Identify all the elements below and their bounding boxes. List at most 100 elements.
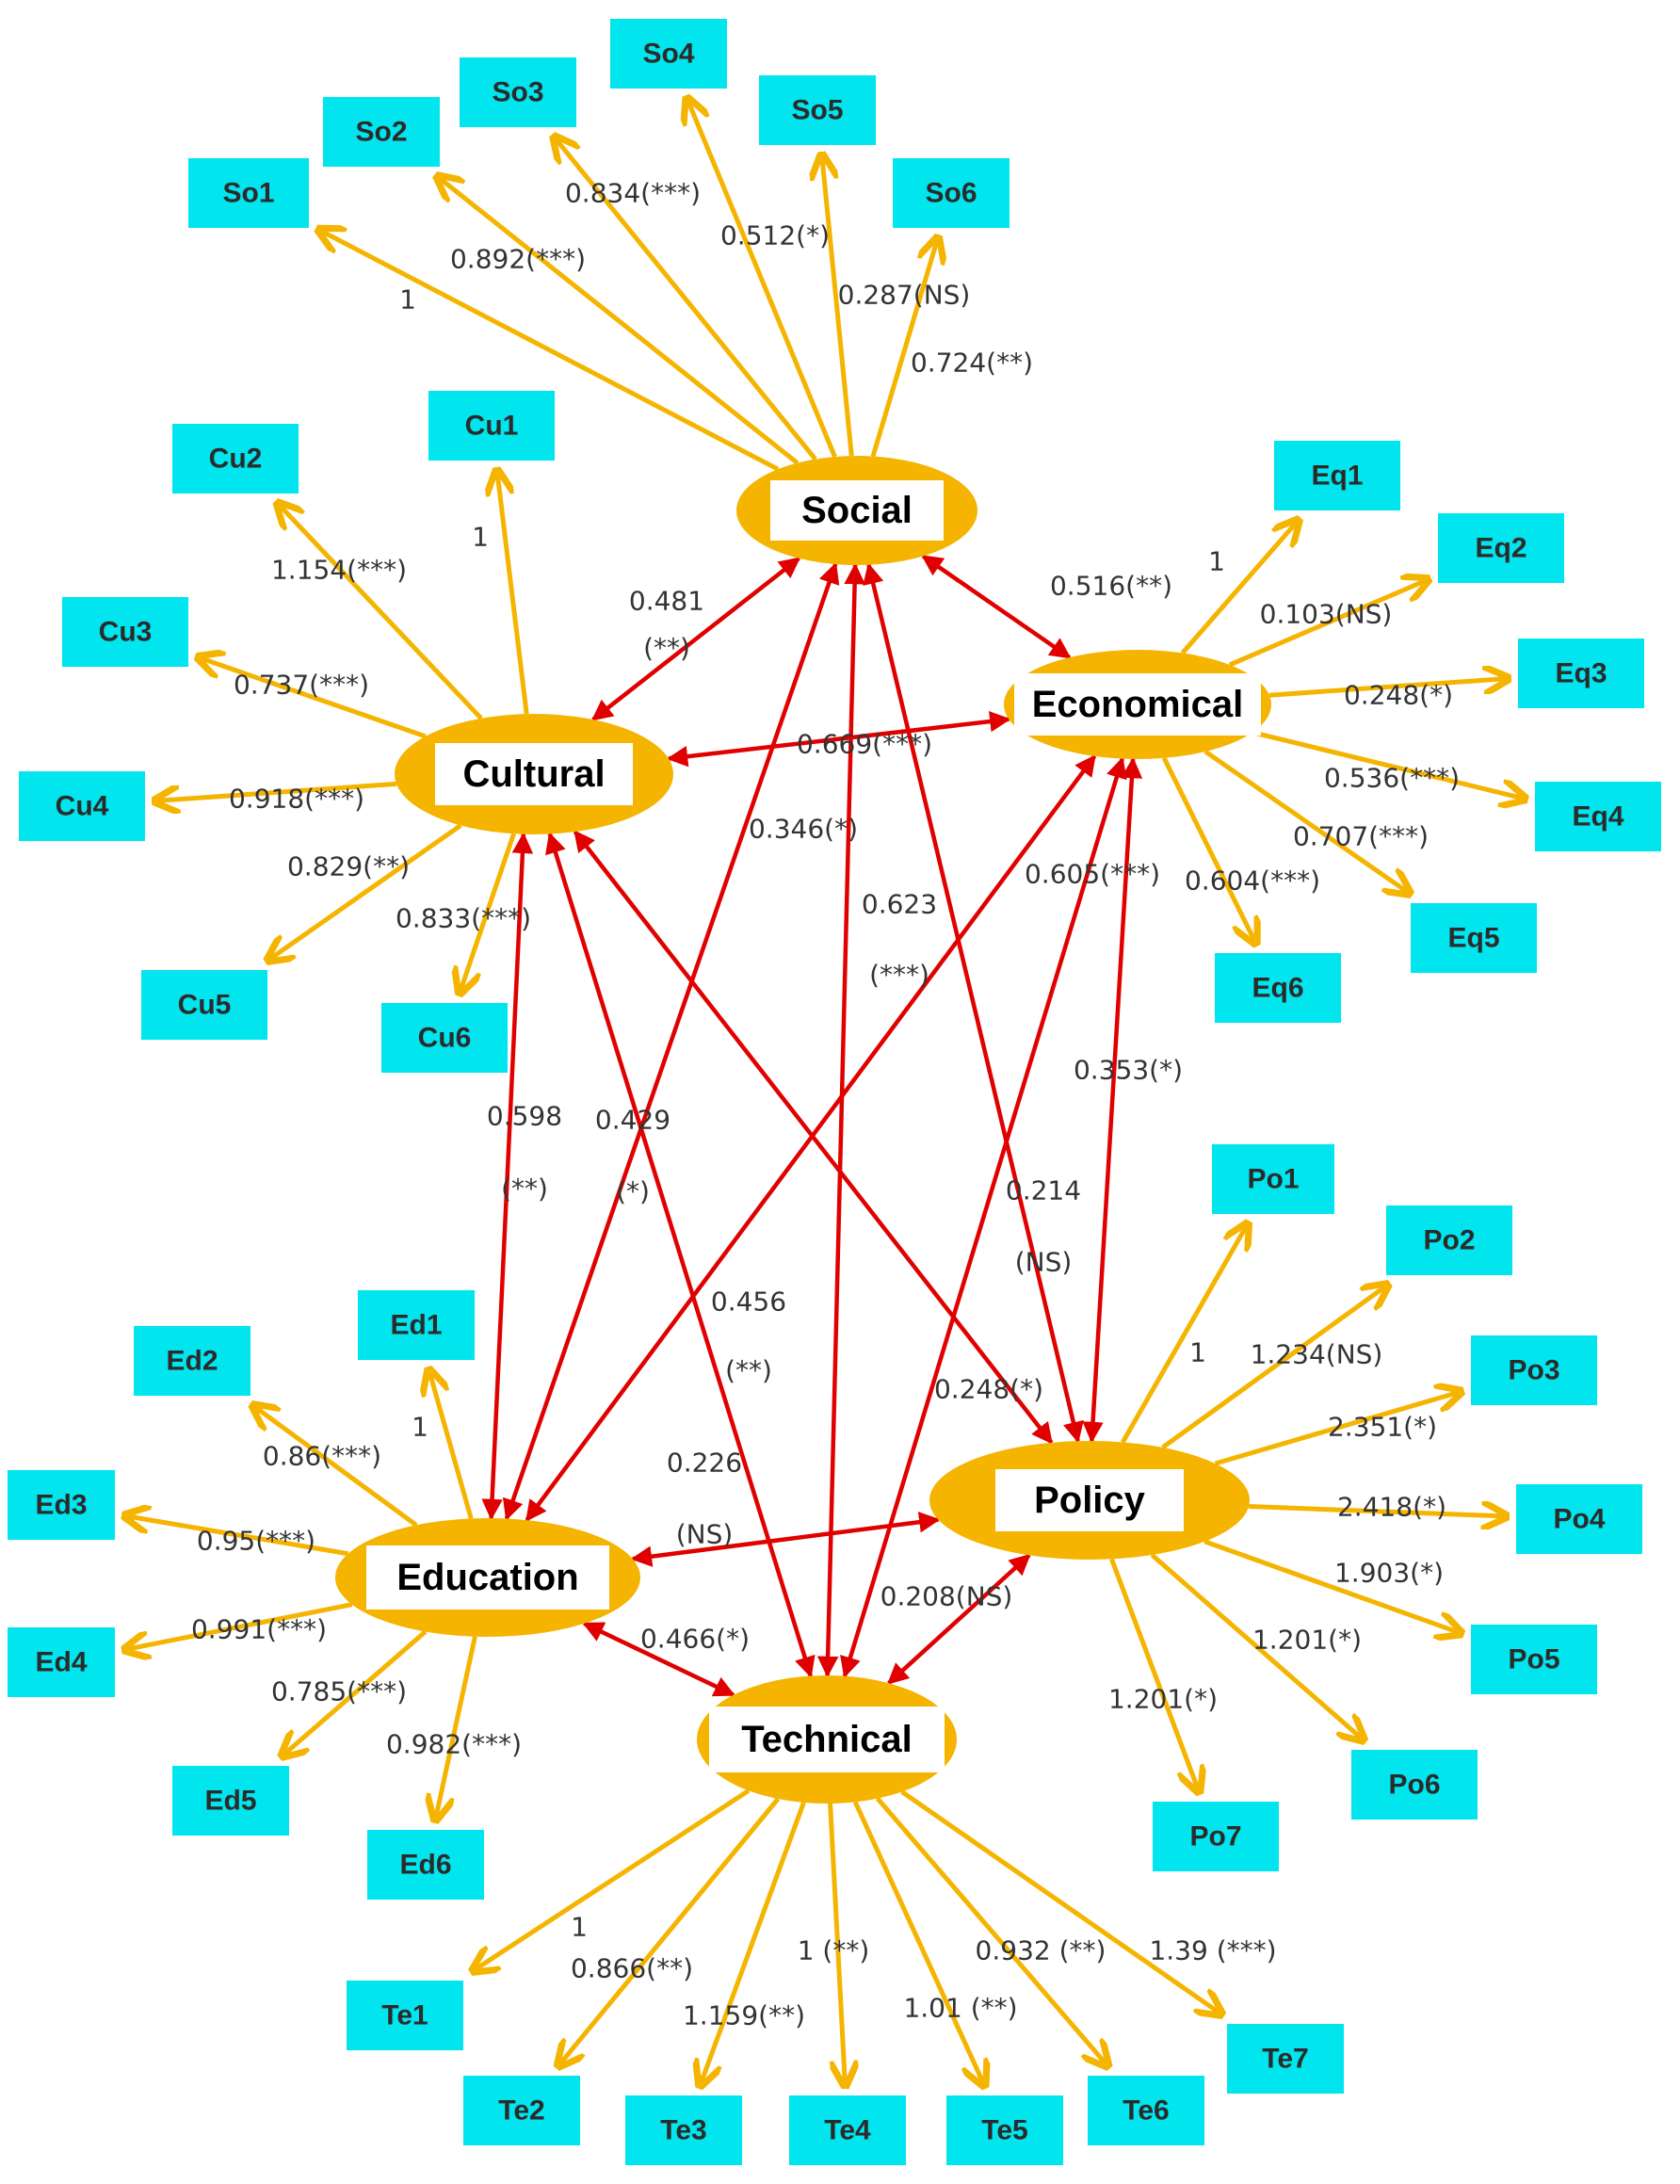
loading-label-ed6: 0.982(***) [386, 1729, 522, 1760]
indicator-so1: So1 [188, 158, 309, 228]
indicator-cu3-box [62, 597, 188, 667]
indicator-po5-box [1471, 1625, 1597, 1694]
loading-label-eq5: 0.707(***) [1293, 821, 1429, 852]
indicator-te3: Te3 [625, 2095, 742, 2165]
indicator-so3: So3 [460, 57, 576, 127]
indicator-te4-label: Te4 [824, 2115, 871, 2146]
indicator-te6-box [1088, 2076, 1204, 2145]
path-label-social-policy-sig: (NS) [1015, 1247, 1073, 1278]
indicator-eq5-box [1411, 903, 1537, 973]
indicator-te2-label: Te2 [498, 2095, 544, 2127]
loading-label-ed2: 0.86(***) [263, 1441, 381, 1472]
loading-label-so3: 0.834(***) [565, 178, 701, 209]
loading-arrow-po7 [1109, 1558, 1199, 1792]
path-label-cultural-technical-sig: (**) [725, 1355, 772, 1386]
indicator-cu4-box [19, 771, 145, 841]
indicator-po1: Po1 [1212, 1144, 1334, 1214]
indicator-te2: Te2 [463, 2076, 580, 2145]
indicator-eq4-box [1535, 782, 1661, 851]
indicator-te7-label: Te7 [1262, 2044, 1308, 2075]
loading-arrow-so2 [437, 176, 800, 465]
path-arrow-education-technical [582, 1621, 735, 1697]
loading-arrow-te4 [828, 1803, 846, 2086]
path-label-social-technical: 0.346(*) [749, 814, 858, 845]
indicator-eq6-label: Eq6 [1252, 973, 1303, 1004]
path-label-social-cultural-value: 0.481 [629, 586, 704, 617]
indicator-po1-box [1212, 1144, 1334, 1214]
latent-education-label-bg [366, 1545, 609, 1610]
loading-label-po6: 1.201(*) [1252, 1625, 1362, 1656]
indicator-so5-label: So5 [791, 95, 843, 126]
loading-arrow-ed2 [252, 1405, 418, 1528]
loading-arrow-te1 [473, 1788, 751, 1971]
loading-label-so2: 0.892(***) [450, 244, 586, 275]
path-label-social-education-sig: (*) [616, 1176, 650, 1207]
indicator-eq4: Eq4 [1535, 782, 1661, 851]
path-label-economical-education-sig: (***) [869, 960, 929, 991]
latent-social: Social [736, 456, 977, 565]
indicator-po4-box [1516, 1484, 1642, 1554]
indicator-eq3: Eq3 [1518, 639, 1644, 708]
path-arrow-economical-policy [1082, 756, 1143, 1444]
loading-label-eq2: 0.103(NS) [1260, 599, 1393, 630]
indicator-po3-label: Po3 [1508, 1355, 1559, 1386]
indicator-cu4: Cu4 [19, 771, 145, 841]
indicator-ed4-label: Ed4 [35, 1647, 87, 1678]
path-label-social-economical: 0.516(**) [1050, 571, 1172, 602]
indicator-cu1: Cu1 [428, 391, 555, 461]
indicator-cu6-label: Cu6 [418, 1023, 472, 1054]
loading-arrow-te7 [900, 1789, 1222, 2014]
indicator-so5: So5 [759, 75, 876, 145]
indicator-cu4-label: Cu4 [56, 791, 109, 822]
indicator-te1: Te1 [347, 1981, 463, 2050]
loading-label-ed5: 0.785(***) [271, 1676, 407, 1707]
loading-arrow-ed4 [124, 1602, 353, 1650]
indicator-ed1-label: Ed1 [390, 1310, 442, 1341]
latent-policy-label-bg [995, 1469, 1184, 1531]
loading-arrow-eq1 [1180, 520, 1299, 655]
indicator-cu5: Cu5 [141, 970, 267, 1040]
latent-economical-label-bg [1014, 673, 1261, 736]
latent-economical: Economical [1004, 650, 1271, 759]
loading-label-cu5: 0.829(**) [287, 851, 410, 882]
indicator-te6: Te6 [1088, 2076, 1204, 2145]
indicator-po2: Po2 [1386, 1205, 1512, 1275]
indicator-po7: Po7 [1153, 1802, 1279, 1871]
loading-label-te7: 1.39 (***) [1149, 1935, 1276, 1966]
loading-arrow-ed5 [282, 1629, 428, 1756]
latent-economical-label: Economical [1032, 684, 1244, 725]
loading-label-ed3: 0.95(***) [197, 1526, 315, 1557]
indicator-te3-label: Te3 [660, 2115, 706, 2146]
loading-label-cu3: 0.737(***) [234, 670, 369, 701]
indicator-ed2-box [134, 1326, 250, 1396]
loading-arrow-po2 [1161, 1285, 1388, 1449]
loading-label-po3: 2.351(*) [1328, 1412, 1437, 1443]
indicator-te5-label: Te5 [981, 2115, 1027, 2146]
loading-arrow-po6 [1150, 1553, 1364, 1740]
indicator-so6-box [893, 158, 1010, 228]
latent-social-label-bg [770, 480, 944, 541]
indicator-ed2-label: Ed2 [166, 1346, 218, 1377]
latent-cultural-label-bg [435, 743, 633, 805]
indicator-ed3-box [8, 1470, 115, 1540]
path-label-cultural-education-sig: (**) [501, 1173, 548, 1205]
indicator-ed5-label: Ed5 [204, 1786, 256, 1817]
loading-label-eq3: 0.248(*) [1344, 680, 1453, 711]
path-label-cultural-technical-value: 0.456 [711, 1286, 786, 1318]
path-arrow-social-cultural [590, 557, 801, 721]
indicator-po6-box [1351, 1750, 1478, 1820]
loading-label-cu2: 1.154(***) [271, 555, 407, 586]
indicator-cu3: Cu3 [62, 597, 188, 667]
path-label-cultural-policy: 0.248(*) [934, 1374, 1043, 1405]
path-label-cultural-education-value: 0.598 [487, 1101, 562, 1132]
indicator-so4-label: So4 [642, 39, 694, 70]
indicator-ed4-box [8, 1627, 115, 1697]
path-label-social-cultural-sig: (**) [643, 633, 690, 664]
path-arrow-social-economical [921, 554, 1072, 659]
indicator-eq2-box [1438, 513, 1564, 583]
path-label-education-policy-value: 0.226 [667, 1448, 742, 1479]
indicator-cu2: Cu2 [172, 424, 299, 493]
indicator-eq1-box [1274, 441, 1400, 510]
loading-label-eq1: 1 [1208, 546, 1225, 577]
indicator-po2-label: Po2 [1423, 1225, 1475, 1256]
